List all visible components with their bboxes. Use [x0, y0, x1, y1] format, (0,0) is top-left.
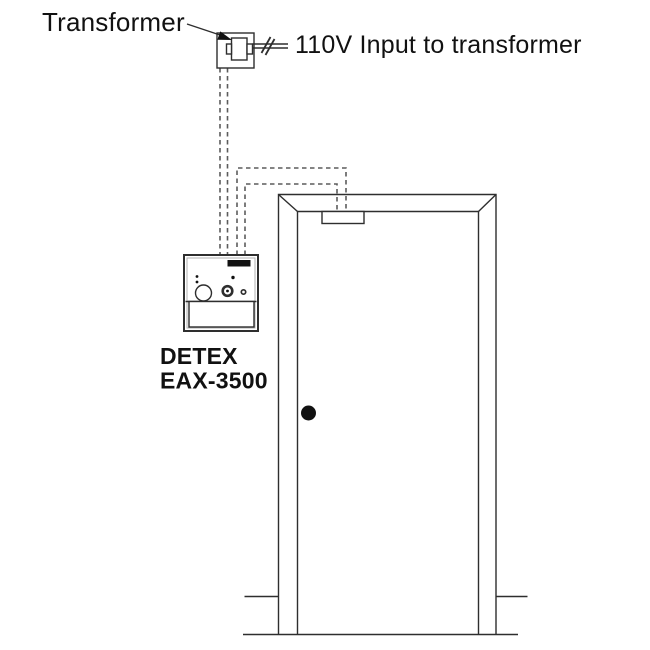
wire-door-switch-lower	[244, 183, 338, 255]
pointer-arrowhead-icon	[217, 31, 232, 40]
cylinder-index-dot	[231, 275, 235, 280]
solid-shapes	[183, 23, 528, 636]
dashed-wires	[219, 68, 347, 255]
device-dot-bottom	[195, 280, 199, 284]
wire-break-slash-1	[260, 36, 272, 54]
device-led	[240, 288, 247, 296]
device-lower-panel	[188, 300, 255, 328]
door-slab	[296, 210, 480, 635]
power-input-label: 110V Input to transformer	[295, 31, 582, 59]
labels: Transformer 110V Input to transformer DE…	[42, 7, 582, 394]
wire-door-switch-upper	[236, 167, 347, 255]
transformer-plate	[216, 32, 255, 69]
transformer-label: Transformer	[42, 7, 185, 37]
device-outer-box	[183, 254, 259, 332]
frame-miter-top-left	[278, 193, 298, 213]
wire-break-slash-2	[264, 38, 276, 56]
frame-miter-top-right	[478, 193, 497, 213]
door-header-switch	[321, 210, 365, 225]
transformer-body	[230, 37, 248, 61]
door-frame-outer	[277, 193, 497, 635]
device-dot-top	[195, 275, 199, 278]
device-name-line2: EAX-3500	[160, 368, 268, 394]
filled-shapes	[195, 31, 316, 421]
cylinder-center-dot	[226, 289, 229, 293]
device-badge-icon	[227, 260, 251, 267]
transformer-tab-left	[225, 43, 233, 55]
device-inner-edge	[186, 257, 256, 329]
device-speaker-circle	[194, 284, 213, 302]
transformer-tab-right	[246, 43, 254, 55]
pointer-line	[186, 23, 221, 36]
door-knob	[301, 405, 316, 421]
device-name-line1: DETEX	[160, 343, 238, 369]
